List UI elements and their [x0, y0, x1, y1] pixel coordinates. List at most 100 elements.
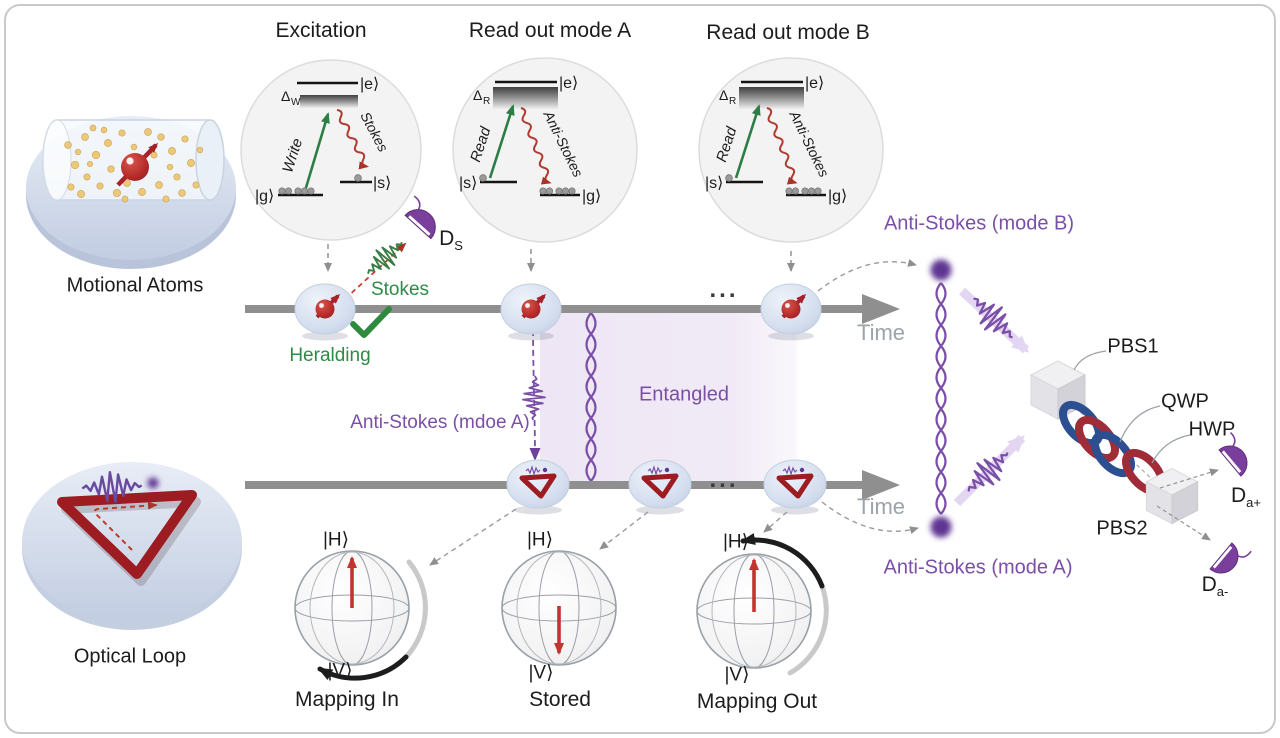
anti-stokes-mode-b-label: Anti-Stokes (mode B) [883, 212, 1075, 235]
loop-node-1 [507, 460, 569, 515]
storage-ket: |s⟩ [705, 175, 723, 192]
entanglement-helix-photons [935, 282, 947, 515]
detector-a-minus-label: Da- [1201, 573, 1229, 599]
detuning-label: Δ [281, 88, 290, 104]
pbs1-label: PBS1 [1107, 335, 1159, 358]
detector-stokes-label: DS [439, 227, 463, 253]
bloch2-north-ket: |H⟩ [526, 529, 554, 551]
ground-ket: |g⟩ [828, 188, 847, 205]
ground-population [539, 187, 576, 195]
loop-fiber-ring [57, 490, 197, 579]
inset-to-timeline-arrows [324, 244, 795, 272]
detuning-sub: R [483, 96, 490, 107]
pbs2-output-beams [1156, 468, 1219, 541]
ellipsis-top: ... [709, 276, 739, 303]
antistokes-a-to-loop-arrow [529, 329, 541, 461]
loop-to-sphere-arrows [429, 508, 788, 566]
bloch1-south-ket: |V⟩ [327, 660, 353, 682]
loop-circulation-arrow [94, 501, 158, 551]
pbs2-cube [1145, 467, 1199, 525]
timeline-atoms-arrowhead [862, 294, 900, 324]
anti-stokes-mode-a-label: Anti-Stokes (mode A) [883, 556, 1073, 579]
photon-dot-mode-a [930, 516, 952, 538]
entangled-label: Entangled [638, 383, 730, 406]
time-label-bottom: Time [856, 494, 906, 519]
excited-ket: |e⟩ [360, 76, 379, 93]
loop-to-photon-a-curve [821, 501, 919, 535]
detuning-label: Δ [719, 87, 728, 103]
stokes-to-detector-arrow [344, 242, 407, 300]
optical-loop-label: Optical Loop [73, 645, 187, 668]
spin-population [354, 174, 362, 182]
label-connector-lines [1073, 350, 1191, 464]
photon-dot-mode-b [930, 259, 952, 281]
detector-stokes-icon [399, 194, 447, 241]
bloch2-south-ket: |V⟩ [528, 662, 554, 684]
bloch3-south-ket: |V⟩ [724, 664, 750, 686]
excited-ket: |e⟩ [559, 75, 578, 92]
detuning-sub: W [291, 97, 301, 108]
rotation-arrow-mapping-out [740, 533, 829, 676]
inset-title-readout-a: Read out mode A [468, 19, 632, 42]
bloch1-north-ket: |H⟩ [322, 529, 350, 551]
atom-node-1 [295, 284, 355, 341]
virtual-level-band [739, 87, 804, 109]
anti-stokes-mode-a-mid-label: Anti-Stokes (mdoe A) [350, 412, 530, 433]
ground-population [785, 187, 822, 195]
pbs1-cube [1029, 360, 1087, 420]
antistokes-wavy-arrow [766, 107, 798, 185]
motional-spin-icon [116, 142, 159, 187]
mode-a-beam-arrow [953, 434, 1026, 507]
loop-node-2 [629, 460, 691, 515]
stokes-wavy-arrow [336, 109, 370, 170]
atom-to-photon-b-curve [817, 259, 917, 292]
qwp-label: QWP [1161, 390, 1209, 413]
virtual-level-band [300, 95, 358, 108]
virtual-level-band [493, 87, 558, 109]
inset-readout-b: Δ R |e⟩ Read Anti-Stokes |s⟩ |g⟩ [698, 57, 884, 243]
inset-title-readout-b: Read out mode B [706, 21, 870, 44]
bloch3-north-ket: |H⟩ [722, 531, 750, 553]
detuning-label: Δ [473, 87, 482, 103]
atom-cloud-dots [64, 124, 204, 203]
ground-ket: |g⟩ [582, 188, 601, 205]
entanglement-helix-inner [585, 312, 597, 482]
hwp-label: HWP [1188, 418, 1236, 441]
inset-excitation: Δ W |e⟩ Write Stokes |g⟩ |s⟩ [240, 59, 422, 241]
spin-population [725, 174, 733, 182]
storage-ket: |s⟩ [459, 175, 477, 192]
time-label-top: Time [856, 320, 906, 345]
detector-a-plus-label: Da+ [1231, 484, 1261, 510]
timeline-loop-arrowhead [862, 470, 900, 500]
mode-b-beam-arrow [958, 287, 1030, 354]
loop-node-3 [764, 460, 826, 515]
motional-atoms-label: Motional Atoms [66, 274, 204, 297]
motional-atoms-graphic [26, 116, 236, 269]
detuning-sub: R [729, 96, 736, 107]
ground-population [278, 187, 315, 195]
ground-ket: |g⟩ [255, 188, 274, 205]
spin-population [479, 174, 487, 182]
storage-ket: |s⟩ [373, 175, 391, 192]
bloch3-caption: Mapping Out [696, 690, 818, 713]
rotation-arrow-mapping-in [317, 559, 428, 681]
bloch1-caption: Mapping In [295, 688, 399, 711]
pbs2-label: PBS2 [1096, 517, 1148, 540]
heralding-checkmark-icon [350, 306, 392, 338]
antistokes-wavy-arrow [520, 107, 552, 185]
inset-readout-a: Δ R |e⟩ Read Anti-Stokes |s⟩ |g⟩ [452, 57, 638, 243]
entangled-region [540, 313, 797, 481]
read-arrow [734, 104, 761, 179]
heralding-label: Heralding [289, 345, 371, 366]
bloch2-caption: Stored [529, 688, 591, 711]
optical-loop-graphic [22, 462, 242, 630]
write-arrow [303, 112, 330, 192]
stokes-photon-packet [359, 232, 411, 284]
ellipsis-bottom: ... [709, 466, 739, 493]
inset-title-excitation: Excitation [275, 19, 367, 42]
stokes-label: Stokes [370, 279, 430, 300]
read-arrow [488, 104, 515, 179]
excited-ket: |e⟩ [805, 75, 824, 92]
